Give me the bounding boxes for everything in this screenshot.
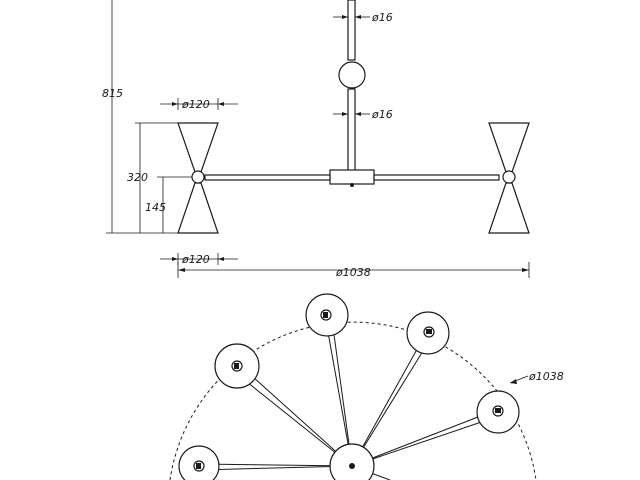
dim-label-overall-width: ø1038 <box>335 266 371 279</box>
plan-shade-3 <box>305 293 349 337</box>
elevation-view: ø16 ø16 815 320 145 <box>102 0 530 279</box>
dim-shade-diameter-top: ø120 <box>160 98 238 111</box>
plan-shade-4 <box>406 311 450 355</box>
horizontal-arm-left <box>204 174 331 181</box>
left-shade-lower <box>177 182 219 234</box>
dim-shade-height: 320 <box>127 122 178 233</box>
dim-label-stem-top: ø16 <box>371 11 393 24</box>
plan-center-hub <box>329 443 375 480</box>
dim-stem-top: ø16 <box>333 11 393 24</box>
dim-overall-width: ø1038 <box>177 262 530 279</box>
dim-label-shade-height: 320 <box>127 171 148 184</box>
center-hub <box>329 169 375 185</box>
stem-lower <box>347 88 356 172</box>
stem-upper <box>347 0 356 61</box>
right-shade-upper <box>488 122 530 173</box>
plan-shade-1 <box>178 445 220 480</box>
left-shade-upper <box>177 122 219 173</box>
dim-label-total-height: 815 <box>102 87 123 100</box>
horizontal-arm-right <box>373 174 500 181</box>
dim-total-height: 815 <box>102 0 178 234</box>
dim-plan-diameter: ø1038 <box>509 370 564 384</box>
plan-arms <box>198 319 500 480</box>
dim-lower-shade-height: 145 <box>145 176 192 233</box>
left-shade-joint <box>191 170 205 184</box>
plan-view: ø1038 <box>169 293 564 480</box>
dim-label-stem-bottom: ø16 <box>371 108 393 121</box>
hub-dot <box>350 183 354 187</box>
right-shade-joint <box>502 170 516 184</box>
dim-stem-bottom: ø16 <box>333 108 393 121</box>
dim-label-shade-diameter-top: ø120 <box>181 98 210 111</box>
dim-label-lower-shade-height: 145 <box>145 201 166 214</box>
stem-ball <box>338 61 366 89</box>
plan-shade-2 <box>214 343 260 389</box>
right-shade-lower <box>488 182 530 234</box>
dim-shade-diameter-bottom: ø120 <box>160 253 238 266</box>
dim-label-shade-diameter-bottom: ø120 <box>181 253 210 266</box>
plan-shade-5 <box>476 390 520 434</box>
dim-label-plan-diameter: ø1038 <box>528 370 564 383</box>
